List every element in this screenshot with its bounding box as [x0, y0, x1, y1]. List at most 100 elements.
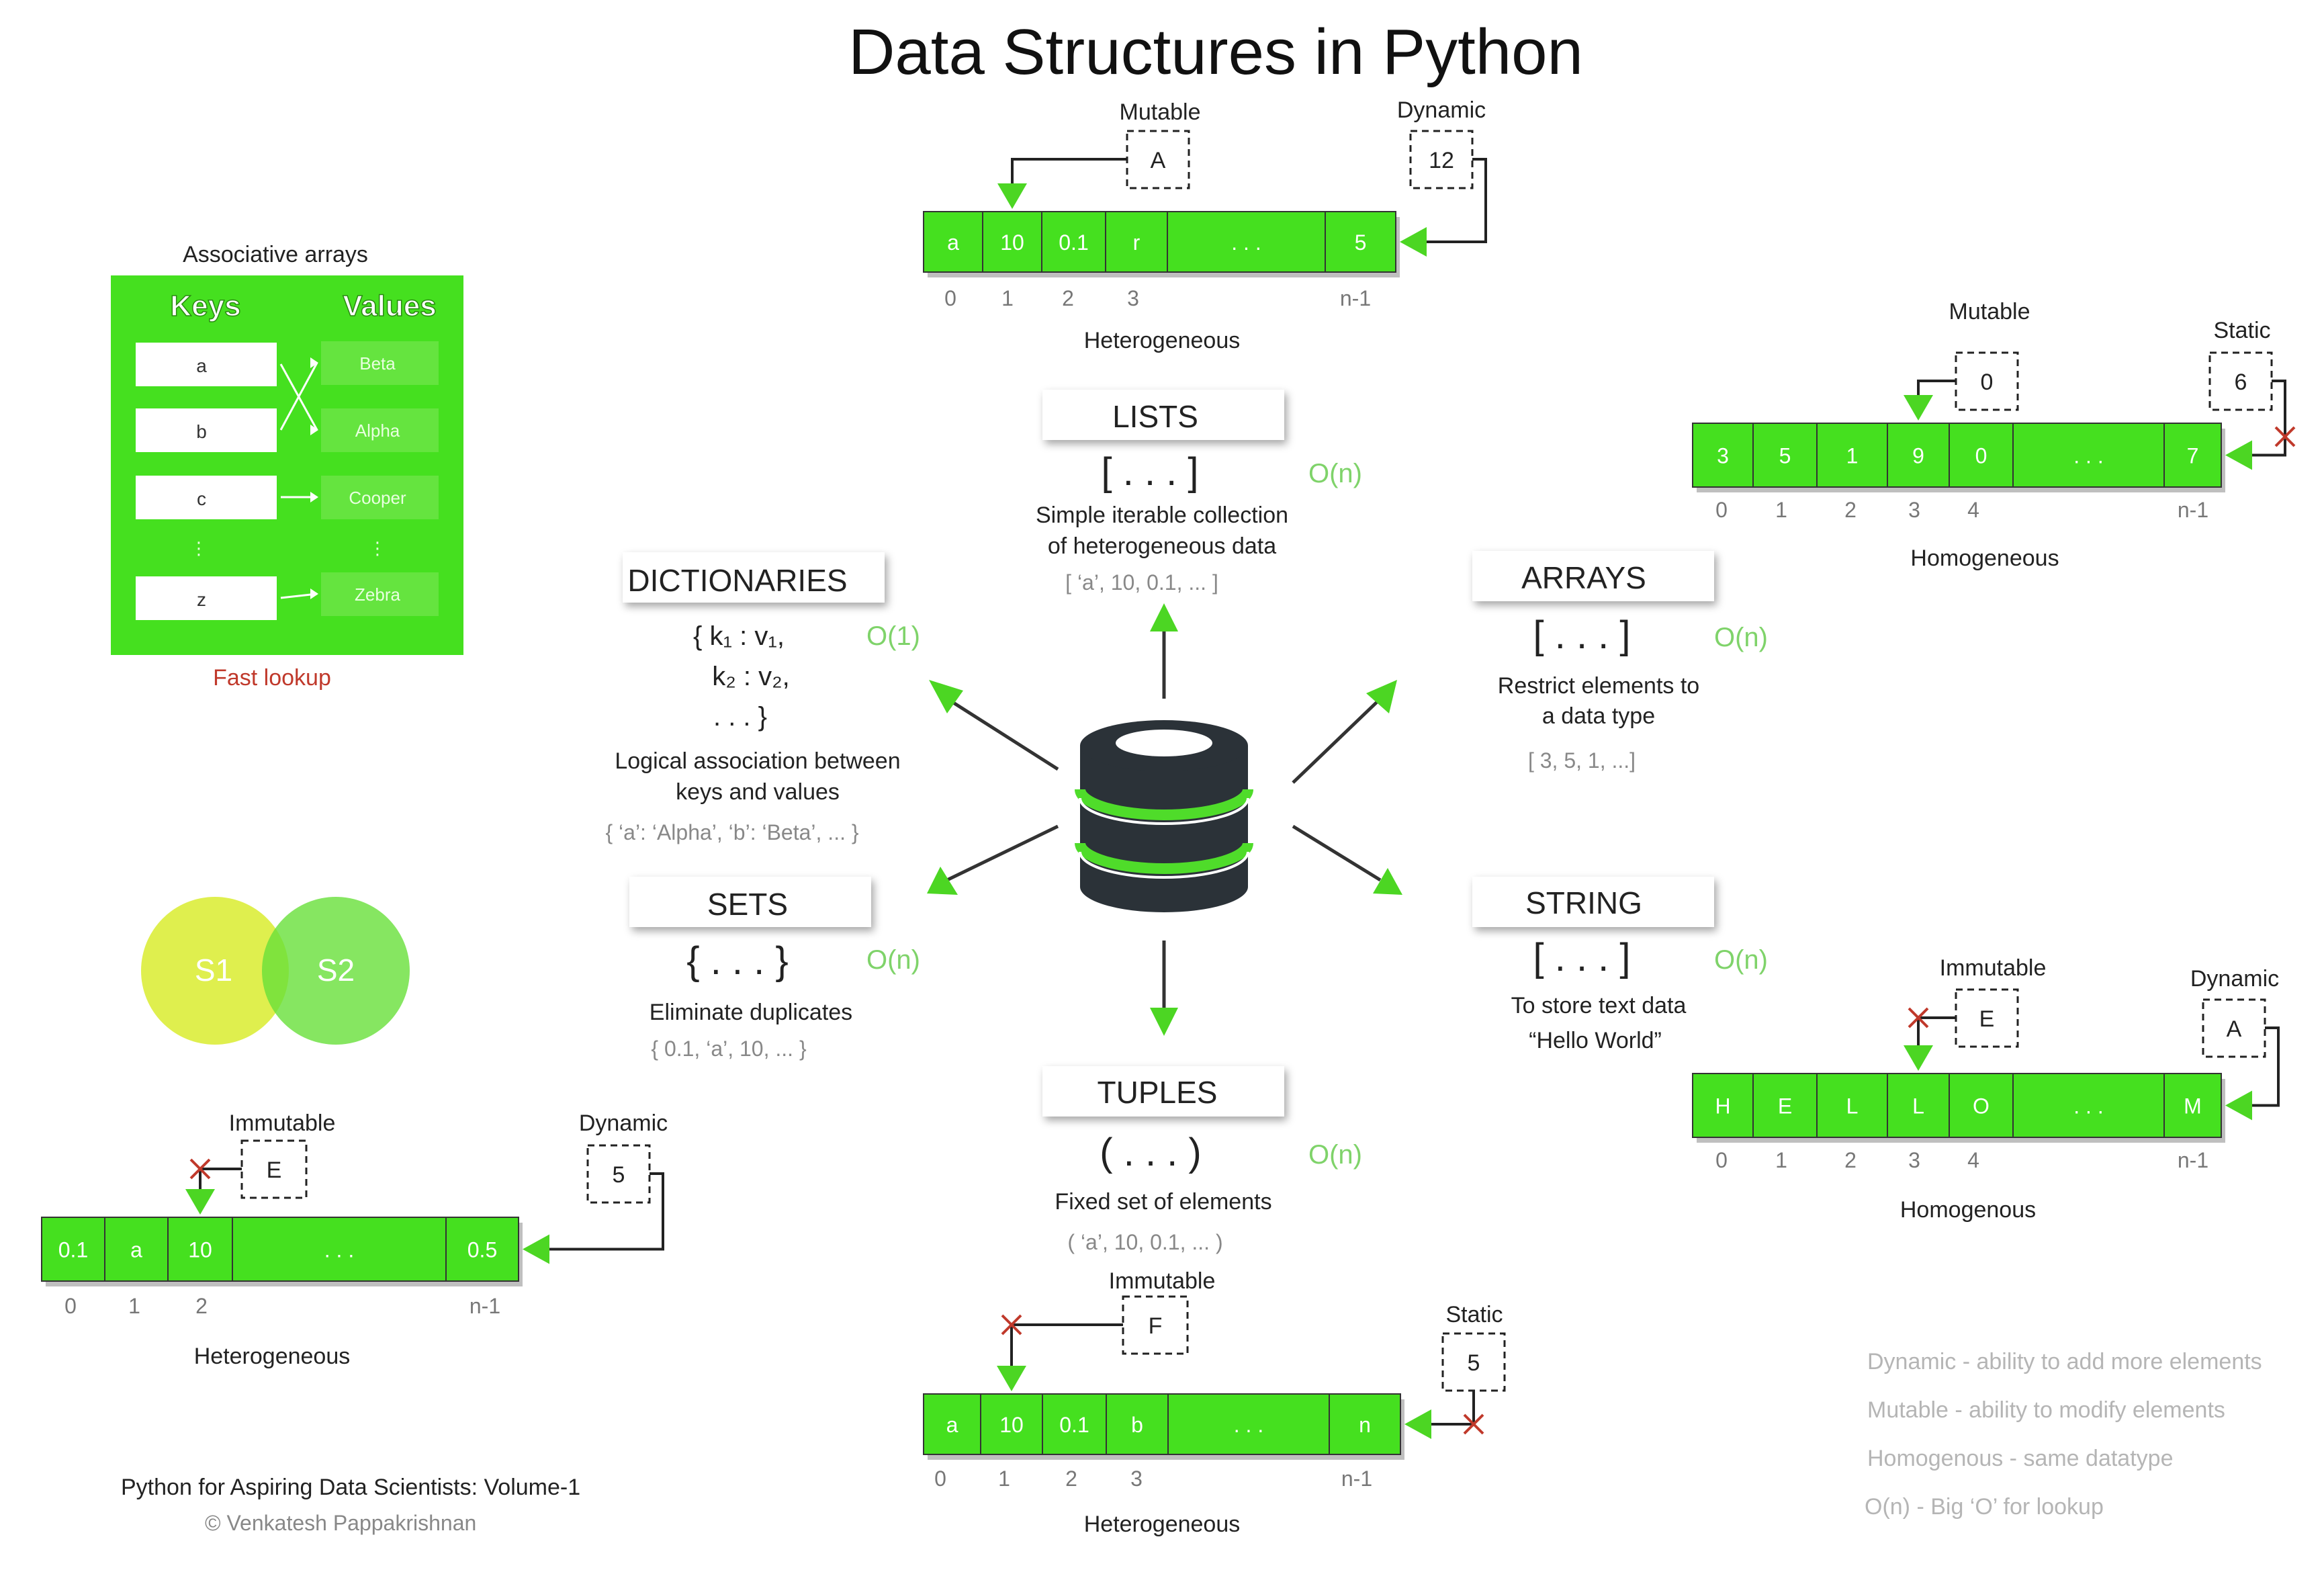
memory-cell-value: 5 — [1355, 230, 1367, 255]
memory-cell-value: . . . — [1231, 230, 1261, 255]
memory-cell-value: . . . — [2073, 444, 2103, 468]
tuples-desc1: Fixed set of elements — [1055, 1189, 1271, 1215]
lists-example: [ ‘a’, 10, 0.1, ... ] — [1065, 570, 1218, 595]
lists-title: LISTS — [1112, 399, 1198, 434]
lists-node: LISTS [ . . . ] O(n) Simple iterable col… — [1036, 390, 1362, 595]
lists-symbol: [ . . . ] — [1101, 450, 1198, 494]
memory-cell-value: 1 — [1846, 444, 1859, 468]
down-arrow-icon — [997, 1366, 1026, 1391]
mutability-box-value: E — [1979, 1006, 1995, 1032]
left-arrow-icon — [523, 1234, 549, 1264]
tuples-complexity: O(n) — [1308, 1140, 1362, 1170]
memory-cell-value: 9 — [1912, 444, 1924, 468]
arrays-example: [ 3, 5, 1, ...] — [1528, 748, 1636, 773]
down-arrow-icon — [997, 183, 1027, 209]
memory-cell-value: 0.5 — [467, 1238, 497, 1262]
tuples-symbol: ( . . . ) — [1100, 1131, 1201, 1174]
index-label: 1 — [1001, 286, 1014, 310]
mutability-label: Immutable — [1109, 1268, 1216, 1294]
mutability-box-value: F — [1149, 1313, 1163, 1339]
growth-label: Dynamic — [2190, 966, 2279, 992]
memory-cell-value: b — [1131, 1413, 1143, 1437]
mutability-connector — [1917, 380, 1956, 396]
legend-item: O(n) - Big ‘O’ for lookup — [1865, 1494, 2104, 1520]
arrays-desc2: a data type — [1542, 703, 1655, 729]
growth-box-value: 6 — [2235, 369, 2247, 395]
assoc-value: Cooper — [349, 488, 406, 508]
page-title: Data Structures in Python — [848, 16, 1583, 88]
dictionaries-complexity: O(1) — [866, 621, 920, 651]
string-desc2: “Hello World” — [1529, 1028, 1662, 1053]
memory-cell-value: 10 — [999, 1413, 1024, 1437]
index-label: 0 — [934, 1467, 946, 1491]
memory-cell — [1692, 423, 1754, 488]
memory-cell — [1816, 1073, 1888, 1138]
index-label: 3 — [1908, 498, 1920, 522]
memory-cell — [1105, 211, 1168, 273]
memory-cell-value: 0 — [1975, 444, 1987, 468]
dictionaries-title: DICTIONARIES — [627, 563, 847, 598]
dictionaries-desc1: Logical association between — [615, 748, 900, 774]
memory-cell-value: 10 — [188, 1238, 212, 1262]
index-label: 2 — [1844, 498, 1857, 522]
assoc-key-ellipsis: ⋮ — [190, 538, 208, 558]
venn-s2-label: S2 — [317, 953, 355, 988]
left-arrow-icon — [1400, 227, 1427, 257]
right-arrow-icon — [310, 588, 318, 599]
panel-caption: Heterogeneous — [194, 1344, 351, 1369]
sets-example: { 0.1, ‘a’, 10, ... } — [651, 1037, 807, 1061]
index-label: 2 — [195, 1294, 208, 1318]
sets-title: SETS — [707, 887, 788, 922]
growth-box — [1409, 130, 1474, 189]
index-label: 0 — [64, 1294, 77, 1318]
growth-box — [2208, 351, 2273, 411]
index-label: n-1 — [470, 1294, 500, 1318]
assoc-title: Associative arrays — [183, 242, 368, 267]
memory-cell-value: . . . — [1234, 1413, 1263, 1437]
index-label: 1 — [1775, 1148, 1787, 1172]
panel-caption: Homogenous — [1900, 1197, 2036, 1223]
growth-connector — [547, 1172, 664, 1251]
memory-cell — [1042, 1393, 1107, 1455]
memory-cell-value: L — [1846, 1094, 1859, 1119]
arrays-complexity: O(n) — [1714, 623, 1768, 652]
sets-node: SETS { . . . } O(n) Eliminate duplicates… — [629, 877, 920, 1061]
assoc-value-box — [321, 572, 439, 616]
down-arrow-icon — [185, 1189, 215, 1215]
memory-cell-value: . . . — [2073, 1094, 2103, 1119]
assoc-value-box — [321, 476, 439, 519]
left-arrow-icon — [2225, 440, 2252, 470]
mutability-box-value: 0 — [1981, 369, 1994, 395]
growth-label: Dynamic — [579, 1110, 668, 1136]
growth-box-value: A — [2227, 1016, 2242, 1042]
index-label: n-1 — [1340, 286, 1371, 310]
memory-cell — [1325, 211, 1396, 273]
mutability-label: Mutable — [1949, 299, 2030, 324]
growth-connector — [2249, 380, 2286, 457]
cross-mark — [1463, 1413, 1484, 1435]
assoc-key: a — [196, 355, 207, 376]
assoc-key-box — [136, 476, 277, 519]
mutability-connector — [1011, 158, 1127, 185]
memory-cell-value: a — [130, 1238, 142, 1262]
string-node: STRING [ . . . ] O(n) To store text data… — [1472, 877, 1768, 1053]
dictionaries-line1: { k₁ : v₁, — [693, 621, 785, 651]
memory-cell — [1949, 1073, 2014, 1138]
growth-label: Static — [1445, 1302, 1503, 1327]
string-complexity: O(n) — [1714, 945, 1768, 975]
index-label: n-1 — [1341, 1467, 1372, 1491]
tuples-title: TUPLES — [1098, 1075, 1218, 1110]
assoc-value-box — [321, 341, 439, 385]
string-desc1: To store text data — [1511, 993, 1687, 1018]
footer-author: © Venkatesh Pappakrishnan — [205, 1511, 476, 1535]
sets-desc1: Eliminate duplicates — [650, 1000, 852, 1025]
memory-cell — [2012, 1073, 2165, 1138]
lists-complexity: O(n) — [1308, 459, 1362, 488]
memory-cell — [1329, 1393, 1401, 1455]
cross-mark — [2274, 426, 2296, 447]
memory-cell — [1887, 1073, 1950, 1138]
dictionaries-desc2: keys and values — [676, 779, 840, 805]
